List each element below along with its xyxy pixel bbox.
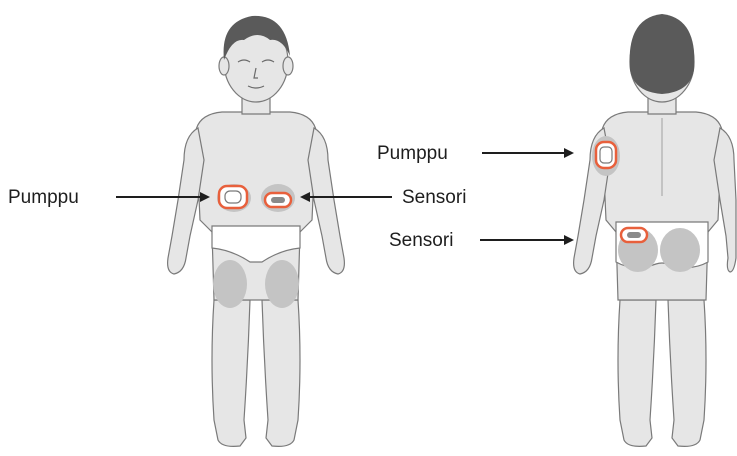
front-pump-label: Pumppu xyxy=(8,187,79,208)
front-sensor-label: Sensori xyxy=(402,187,466,208)
pump-device-icon xyxy=(219,186,247,208)
back-site-zone-right-buttock xyxy=(660,228,700,272)
front-right-ear xyxy=(283,57,293,75)
sensor-device-icon xyxy=(621,228,647,242)
front-site-zone-right-thigh xyxy=(265,260,299,308)
back-pump-label: Pumppu xyxy=(377,143,448,164)
pump-device-icon xyxy=(596,142,616,168)
front-right-leg xyxy=(262,300,300,446)
front-right-arm xyxy=(308,128,344,274)
back-hair-icon xyxy=(630,14,695,94)
sensor-device-icon xyxy=(265,193,291,207)
back-left-leg xyxy=(618,300,656,446)
front-site-zone-left-thigh xyxy=(213,260,247,308)
front-left-leg xyxy=(212,300,250,446)
back-right-leg xyxy=(668,300,706,446)
back-sensor-label: Sensori xyxy=(389,230,453,251)
front-torso xyxy=(196,112,316,300)
front-left-arm xyxy=(168,128,204,274)
